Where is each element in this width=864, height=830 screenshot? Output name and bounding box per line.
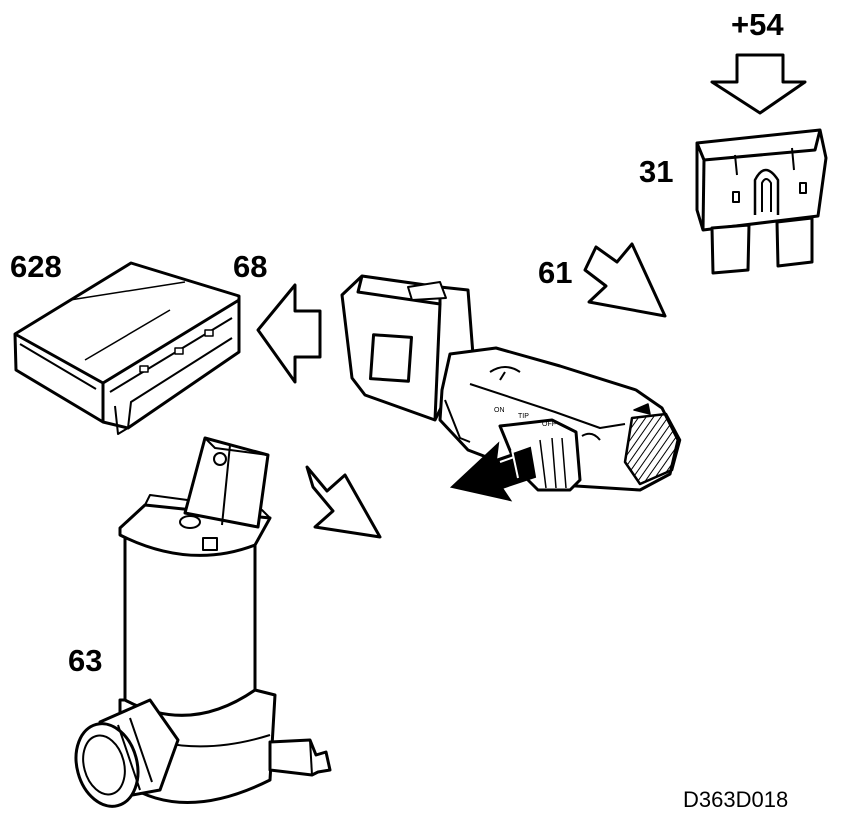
control-unit xyxy=(13,261,241,435)
wiper-switch: ON TIP OFF xyxy=(340,274,682,492)
supply-arrow xyxy=(710,53,807,115)
switch-position-off: OFF xyxy=(542,421,556,428)
label-terminal-68: 68 xyxy=(233,249,268,284)
label-switch-61: 61 xyxy=(538,255,573,290)
label-fuse-31: 31 xyxy=(639,154,674,189)
washer-pump xyxy=(74,436,332,808)
switch-to-control-unit-arrow xyxy=(256,283,322,384)
label-control-unit-628: 628 xyxy=(10,249,62,284)
label-pump-63: 63 xyxy=(68,643,103,678)
switch-motion-arrow xyxy=(449,441,537,502)
drawing-code: D363D018 xyxy=(683,787,789,812)
switch-position-tip: TIP xyxy=(518,413,529,420)
label-supply-54: +54 xyxy=(731,7,784,42)
fuse-to-switch-arrow xyxy=(583,242,667,318)
switch-position-on: ON xyxy=(494,407,505,414)
switch-to-pump-arrow xyxy=(305,465,382,539)
fuse xyxy=(695,128,828,275)
